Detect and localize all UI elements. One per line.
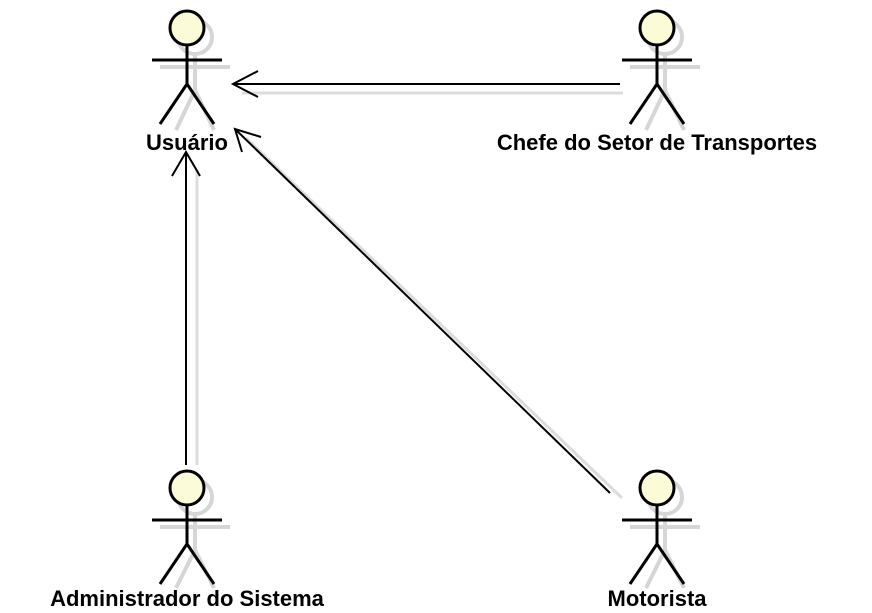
- stick-figure-icon: [152, 469, 222, 585]
- stick-figure-icon: [622, 9, 692, 125]
- actor-label-administrador: Administrador do Sistema: [50, 586, 325, 611]
- generalization-edges: [171, 70, 624, 500]
- generalization-chefe-to-usuario[interactable]: [230, 70, 623, 98]
- arrowhead-admin: [171, 150, 201, 177]
- actor-chefe-do-setor[interactable]: Chefe do Setor de Transportes: [497, 9, 817, 155]
- generalization-admin-to-usuario[interactable]: [171, 150, 201, 465]
- actor-label-usuario: Usuário: [146, 130, 228, 155]
- stick-figure-icon: [152, 9, 222, 125]
- actor-label-chefe: Chefe do Setor de Transportes: [497, 130, 817, 155]
- arrowhead-motorista: [233, 127, 262, 153]
- actor-label-motorista: Motorista: [608, 586, 708, 611]
- actor-motorista[interactable]: Motorista: [608, 469, 708, 611]
- arrowhead-chefe: [230, 70, 259, 98]
- actor-usuario[interactable]: Usuário: [146, 9, 230, 155]
- generalization-motorista-to-usuario[interactable]: [233, 127, 624, 500]
- actor-administrador[interactable]: Administrador do Sistema: [50, 469, 325, 611]
- stick-figure-icon: [622, 469, 692, 585]
